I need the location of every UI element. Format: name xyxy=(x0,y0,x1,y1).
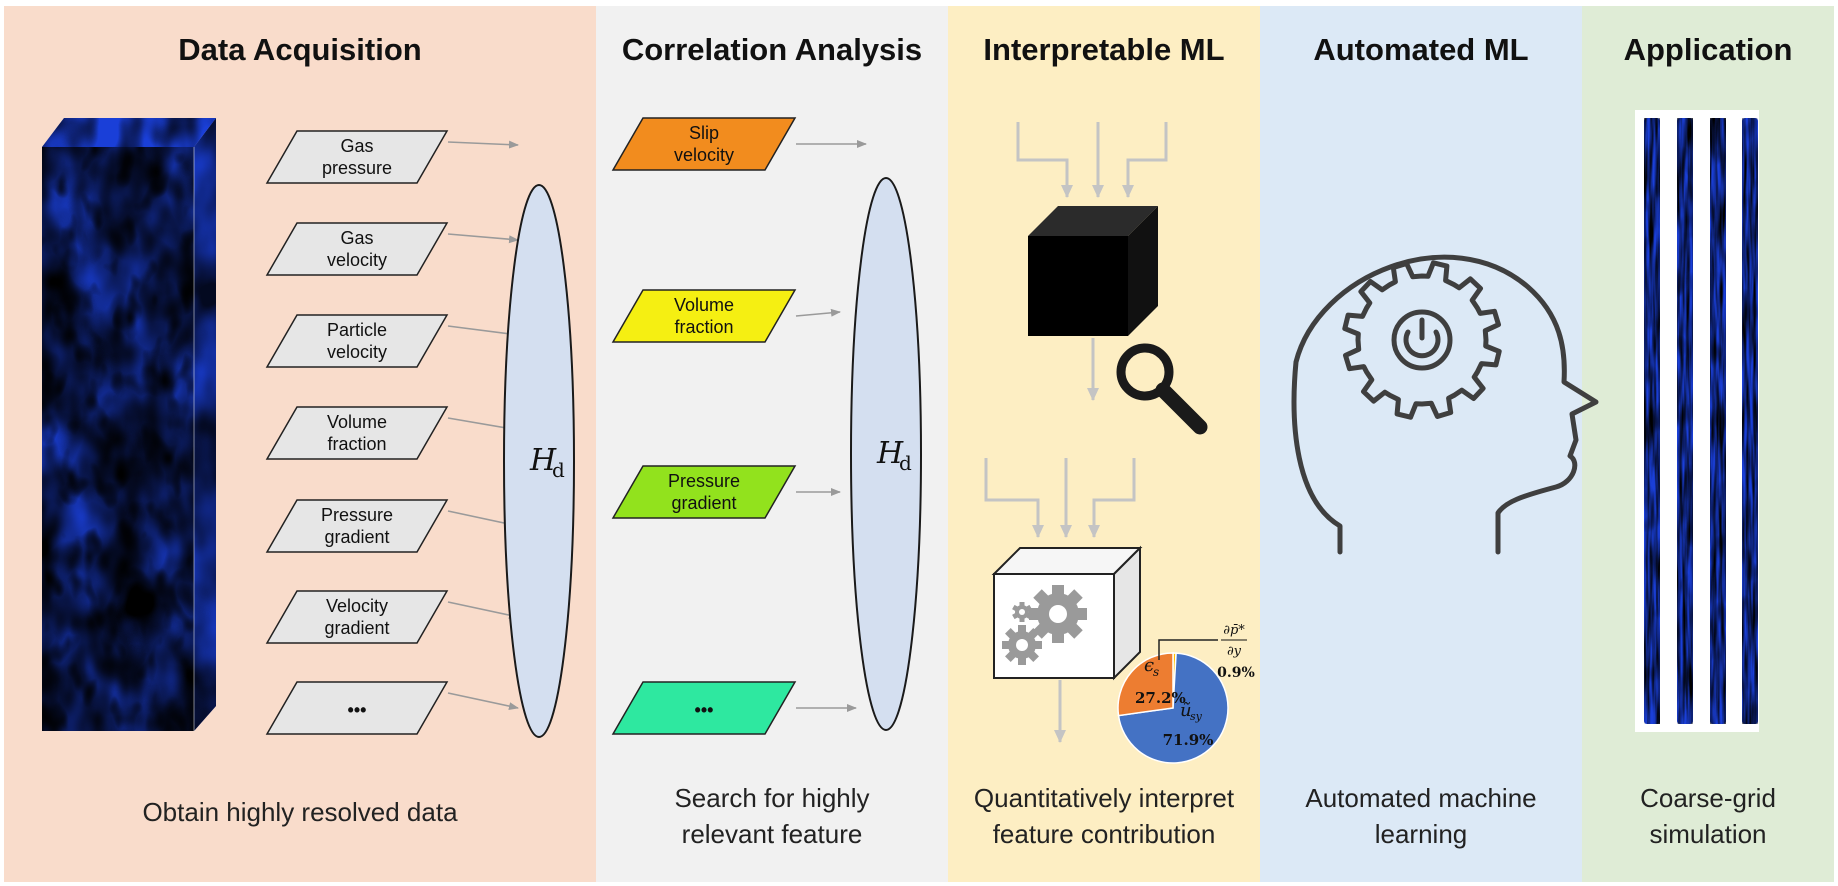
pie-u-symbol: ũ xyxy=(1180,700,1192,721)
panel-title: Interpretable ML xyxy=(983,32,1225,67)
feature-label-line: Volume xyxy=(327,412,387,432)
selected-feature-box: ••• xyxy=(611,681,797,735)
hd-subscript: d xyxy=(552,458,565,482)
feature-label-line: Particle xyxy=(327,320,387,340)
hd-label: H xyxy=(529,443,557,478)
pie-eps-subscript: s xyxy=(1153,665,1159,679)
pie-u-subscript: sy xyxy=(1190,710,1203,723)
feature-label-line: fraction xyxy=(327,434,386,454)
feature-label-line: Gas xyxy=(340,136,373,156)
feature-label-line: pressure xyxy=(322,158,392,178)
feature-label-line: gradient xyxy=(324,618,389,638)
pie-fraction-denominator: ∂y xyxy=(1227,644,1242,659)
feature-label-line: gradient xyxy=(671,493,736,513)
feature-label-line: velocity xyxy=(327,250,387,270)
simulation-tube xyxy=(1644,118,1660,724)
pie-annotations: ∂p̄* ∂y 0.9% ϵ s 27.2% ũ sy 71.9% xyxy=(1135,623,1255,749)
pie-fraction-numerator: ∂p̄* xyxy=(1223,623,1245,638)
magnifier-icon xyxy=(1116,343,1208,435)
acquisition-feature-box: ••• xyxy=(265,681,449,735)
arrow xyxy=(795,308,841,317)
gear-icon xyxy=(1002,585,1087,665)
selected-arrows xyxy=(795,140,867,712)
coarse-grid-tubes xyxy=(1635,110,1759,732)
feature-label-line: velocity xyxy=(327,342,387,362)
brain-gear-head-icon xyxy=(1291,254,1599,555)
feature-label-line: fraction xyxy=(674,317,733,337)
feature-label-line: ••• xyxy=(348,700,367,720)
pie-slice xyxy=(1117,652,1174,717)
feature-label-line: Velocity xyxy=(326,596,388,616)
white-box-inputs xyxy=(984,458,1136,538)
acquisition-arrows xyxy=(447,140,519,711)
feature-label-line: velocity xyxy=(674,145,734,165)
hd-subscript: d xyxy=(899,451,912,475)
panel-title: Correlation Analysis xyxy=(621,32,923,67)
feature-label-line: Gas xyxy=(340,228,373,248)
acquisition-feature-list: GaspressureGasvelocityParticlevelocityVo… xyxy=(265,130,449,735)
arrow xyxy=(447,601,519,620)
feature-label-line: gradient xyxy=(324,527,389,547)
arrow xyxy=(447,325,519,338)
arrow xyxy=(447,140,519,149)
feature-label-line: ••• xyxy=(695,700,714,720)
gearbox-cube-icon xyxy=(991,545,1143,681)
black-box-cube xyxy=(1028,206,1158,336)
arrow xyxy=(447,233,519,244)
feature-label-line: Volume xyxy=(674,295,734,315)
simulation-tube xyxy=(1677,118,1693,724)
panel-title: Application xyxy=(1623,32,1793,67)
feature-contribution-pie xyxy=(1117,652,1229,764)
feature-label-line: Pressure xyxy=(668,471,740,491)
selected-feature-list: SlipvelocityVolumefractionPressuregradie… xyxy=(611,117,797,735)
simulation-tube xyxy=(1742,118,1758,724)
pie-label-volume-fraction: 27.2% xyxy=(1135,689,1186,707)
black-box-inputs xyxy=(1016,122,1168,198)
feature-label-line: Pressure xyxy=(321,505,393,525)
panel-caption: Obtain highly resolved data xyxy=(142,797,458,827)
flow-field-cube xyxy=(42,118,216,731)
pie-label-slip-velocity: 71.9% xyxy=(1163,731,1214,749)
hd-ellipse-right: H d xyxy=(850,177,922,731)
feature-label-line: Slip xyxy=(689,123,719,143)
hd-label: H xyxy=(876,436,904,471)
hd-ellipse-left: H d xyxy=(503,184,575,738)
simulation-tube xyxy=(1710,118,1726,724)
pie-eps-symbol: ϵ xyxy=(1144,655,1154,676)
arrow xyxy=(447,692,519,711)
pie-label-pressure-gradient: 0.9% xyxy=(1217,665,1255,681)
panel-title: Data Acquisition xyxy=(178,32,422,67)
panel-title: Automated ML xyxy=(1313,32,1529,67)
